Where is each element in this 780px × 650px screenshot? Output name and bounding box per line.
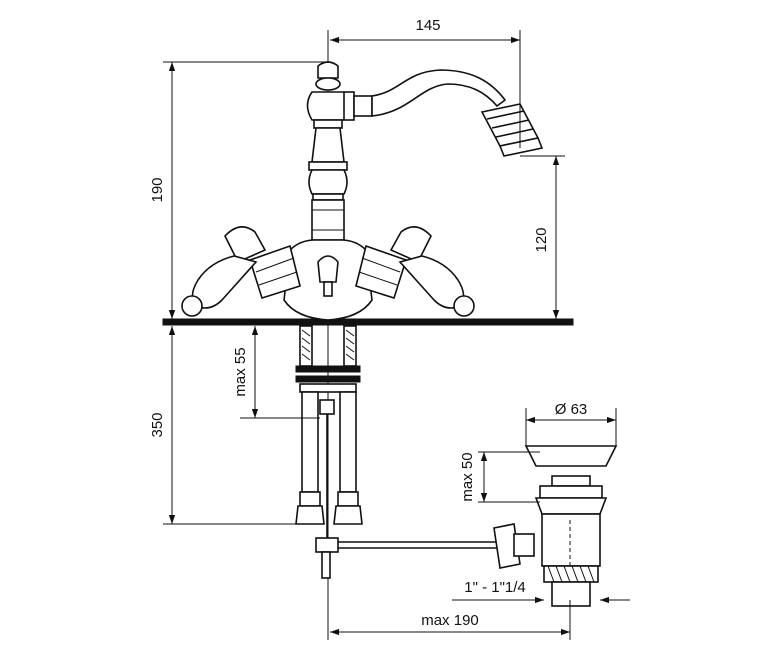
- countertop: [162, 318, 574, 326]
- dim-waste-thread-label: 1" - 1"1/4: [464, 579, 526, 596]
- dim-spout-reach-label: 145: [415, 17, 440, 34]
- dim-spout-height-label: 120: [533, 227, 550, 252]
- right-handle: [355, 226, 475, 317]
- dim-below-deck-length-label: 350: [149, 412, 166, 437]
- dim-total-height-label: 190: [149, 177, 166, 202]
- below-deck-assembly: [295, 325, 363, 540]
- dim-waste-diameter-label: Ø 63: [555, 401, 588, 418]
- dim-max-rod-distance-label: max 190: [421, 612, 479, 629]
- dimension-lines: [163, 30, 630, 640]
- faucet-body: [283, 30, 373, 640]
- dim-max-basin-thickness-label: max 50: [459, 452, 476, 501]
- left-handle: [181, 226, 301, 317]
- spout: [343, 69, 544, 157]
- pop-up-waste: [524, 445, 618, 607]
- lift-rod: [315, 523, 535, 579]
- dim-max-deck-thickness-label: max 55: [232, 347, 249, 396]
